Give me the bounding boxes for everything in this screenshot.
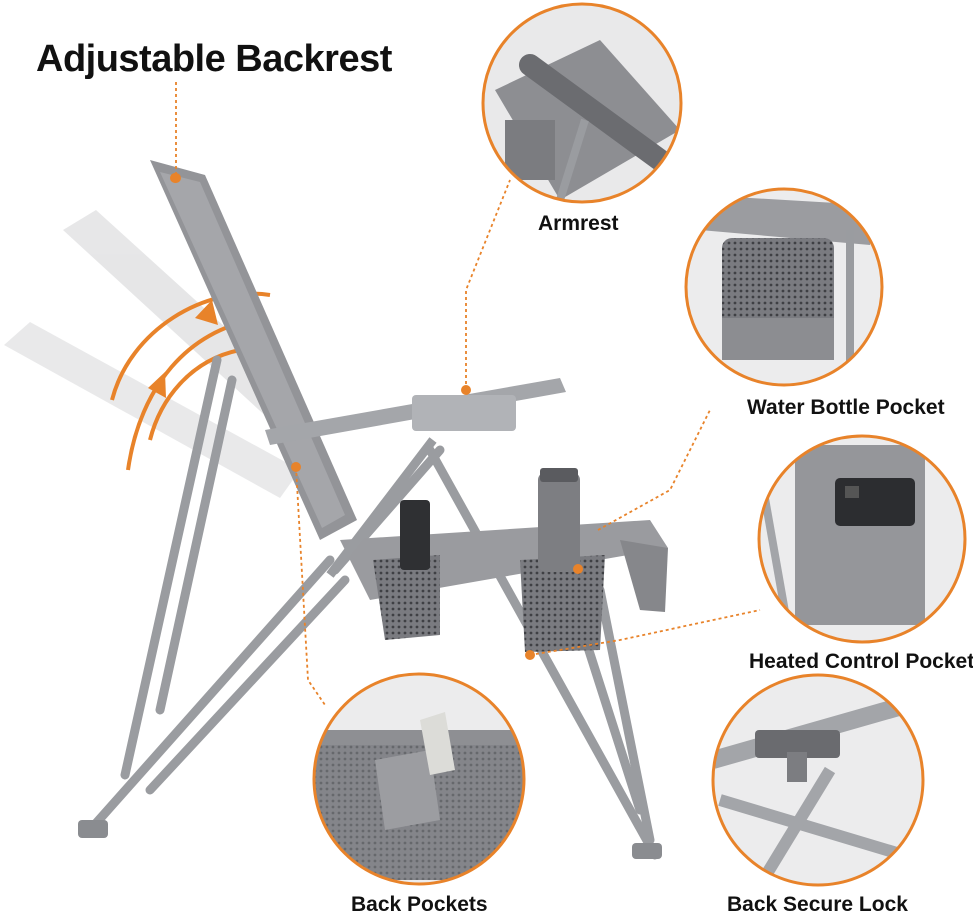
chair: [78, 160, 668, 860]
heated-control-pocket-zoom: [757, 434, 967, 644]
armrest-label: Armrest: [538, 212, 619, 235]
armrest-zoom: [481, 2, 683, 204]
ghost-backrest-positions: [4, 210, 300, 498]
back-pockets-zoom: [312, 672, 526, 886]
water-bottle-pocket-label: Water Bottle Pocket: [747, 396, 945, 419]
back-secure-lock-label: Back Secure Lock: [727, 893, 908, 916]
back-secure-lock-zoom: [711, 673, 925, 887]
arrow-head-icon: [195, 300, 218, 325]
back-pockets-label: Back Pockets: [351, 893, 488, 916]
callout-lines: [175, 82, 761, 706]
water-bottle-pocket-zoom: [684, 187, 884, 387]
page-title: Adjustable Backrest: [36, 38, 392, 80]
heated-control-pocket-label: Heated Control Pocket: [749, 650, 973, 673]
callout-dots: [171, 173, 583, 660]
arrow-head-icon: [148, 372, 166, 398]
